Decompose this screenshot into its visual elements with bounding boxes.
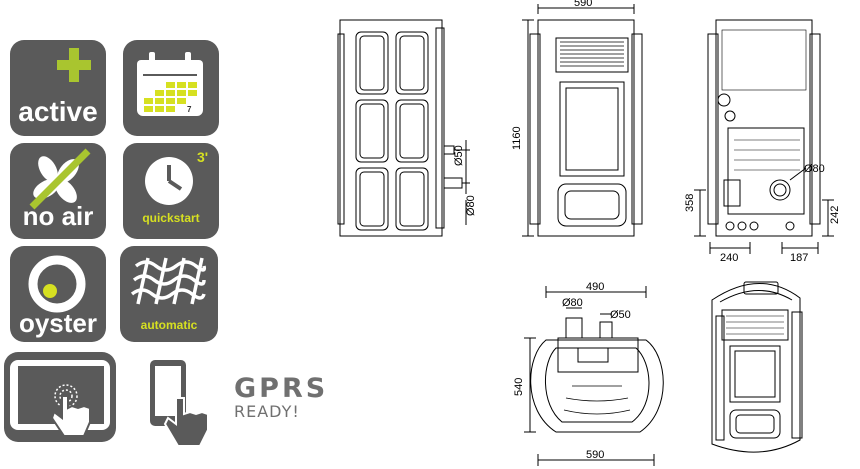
dim-top-depth: 540 — [513, 378, 525, 396]
dim-rear-flue: Ø80 — [804, 163, 825, 175]
quickstart-minutes: 3' — [197, 149, 209, 165]
oyster-label: oyster — [18, 308, 98, 338]
automatic-label: automatic — [140, 318, 198, 332]
automatic-tile: automatic — [120, 246, 218, 342]
dim-rear-flue-height: 358 — [684, 194, 696, 212]
dim-height: 1160 — [511, 126, 523, 150]
gprs-subtitle: READY! — [234, 402, 300, 421]
side-view — [337, 19, 470, 237]
tablet-tile — [4, 352, 116, 442]
clock-icon — [145, 157, 193, 205]
grid-wave-icon — [130, 257, 207, 305]
top-view — [524, 286, 664, 466]
perspective-view — [711, 281, 803, 453]
dim-front-width: 590 — [574, 0, 592, 9]
no-air-tile: no air — [10, 143, 106, 239]
active-tile: active — [10, 40, 106, 136]
dim-rear-left-offset: 240 — [720, 252, 738, 264]
quickstart-label: quickstart — [142, 211, 200, 225]
dim-side-flue: Ø80 — [465, 195, 477, 216]
oyster-icon — [28, 255, 86, 313]
calendar-tile: 7 — [123, 40, 219, 136]
dim-rear-right-height: 242 — [829, 206, 841, 224]
dim-side-pipe: Ø50 — [453, 145, 465, 166]
active-label: active — [18, 96, 98, 127]
rear-view — [694, 19, 834, 254]
quickstart-tile: 3' quickstart — [123, 143, 219, 239]
dim-top-pipe: Ø50 — [610, 309, 631, 321]
fan-crossed-icon — [29, 148, 91, 210]
plus-icon — [57, 48, 91, 82]
tablet-touch-icon — [10, 360, 110, 437]
dim-top-flue: Ø80 — [562, 297, 583, 309]
gprs-title: GPRS — [234, 373, 329, 404]
dim-rear-right-offset: 187 — [790, 252, 808, 264]
dim-top-bottom-width: 590 — [586, 449, 604, 461]
dim-top-width: 490 — [586, 281, 604, 293]
oyster-tile: oyster — [10, 246, 106, 342]
front-view — [522, 4, 643, 237]
calendar-icon — [137, 52, 203, 116]
no-air-label: no air — [22, 201, 94, 231]
calendar-day: 7 — [187, 105, 192, 114]
